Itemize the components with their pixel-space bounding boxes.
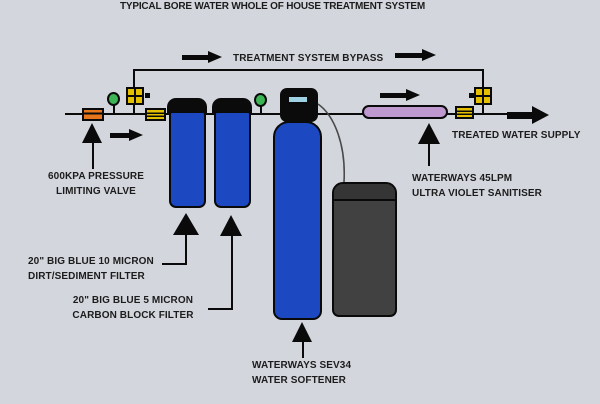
pointer-arrow-icon [82, 123, 102, 143]
sediment-filter-body [169, 111, 206, 208]
isolation-valve-inlet [145, 108, 166, 121]
uv-sanitiser-tube [362, 105, 448, 119]
uv-sanitiser-label: WATERWAYS 45LPM ULTRA VIOLET SANITISER [412, 173, 542, 199]
pointer-elbow [162, 263, 187, 265]
pointer-stem [185, 234, 187, 265]
bypass-valve-right-tab [469, 93, 474, 98]
water-softener-label: WATERWAYS SEV34 WATER SOFTENER [252, 360, 352, 386]
isolation-valve-outlet [455, 106, 474, 119]
pointer-arrow-icon [220, 215, 242, 236]
pointer-arrow-icon [418, 123, 440, 144]
softener-control-head [280, 88, 318, 122]
carbon-filter-label: 20" BIG BLUE 5 MICRON CARBON BLOCK FILTE… [72, 295, 194, 321]
bypass-pipe [133, 69, 484, 71]
bypass-valve-right [474, 87, 492, 105]
carbon-filter-cap [212, 98, 252, 115]
inlet-flow-arrow-icon [110, 129, 143, 141]
brine-tank [332, 182, 397, 317]
pointer-stem [428, 143, 430, 166]
pointer-arrow-icon [292, 322, 312, 342]
carbon-filter-body [214, 111, 251, 208]
bypass-valve-left [126, 87, 144, 105]
softener-display-screen [287, 95, 309, 104]
gauge-stem [260, 105, 262, 114]
pressure-valve-label: 600KPA PRESSURE LIMITING VALVE [48, 171, 144, 197]
bypass-label: TREATMENT SYSTEM BYPASS [233, 53, 384, 64]
bypass-valve-left-tab [145, 93, 150, 98]
bypass-flow-arrow-right-icon [395, 49, 436, 61]
pointer-stem [231, 236, 233, 310]
pointer-stem [302, 341, 304, 358]
treated-water-label: TREATED WATER SUPPLY [452, 130, 581, 141]
brine-tube [317, 103, 346, 183]
softener-tank [273, 121, 322, 320]
pointer-elbow [208, 308, 232, 310]
sediment-filter-label: 20" BIG BLUE 10 MICRON DIRT/SEDIMENT FIL… [28, 256, 154, 282]
pointer-arrow-icon [173, 213, 199, 235]
pressure-gauge-icon [254, 93, 267, 107]
treated-water-arrow-icon [507, 106, 549, 124]
diagram-title: TYPICAL BORE WATER WHOLE OF HOUSE TREATM… [119, 1, 425, 12]
gauge-stem [113, 105, 115, 114]
brine-tank-lid [334, 184, 395, 201]
bypass-flow-arrow-left-icon [182, 51, 222, 63]
pressure-limiting-valve [82, 108, 104, 121]
uv-flow-arrow-icon [380, 89, 420, 101]
sediment-filter-cap [167, 98, 207, 115]
pointer-stem [92, 142, 94, 169]
pressure-gauge-icon [107, 92, 120, 106]
